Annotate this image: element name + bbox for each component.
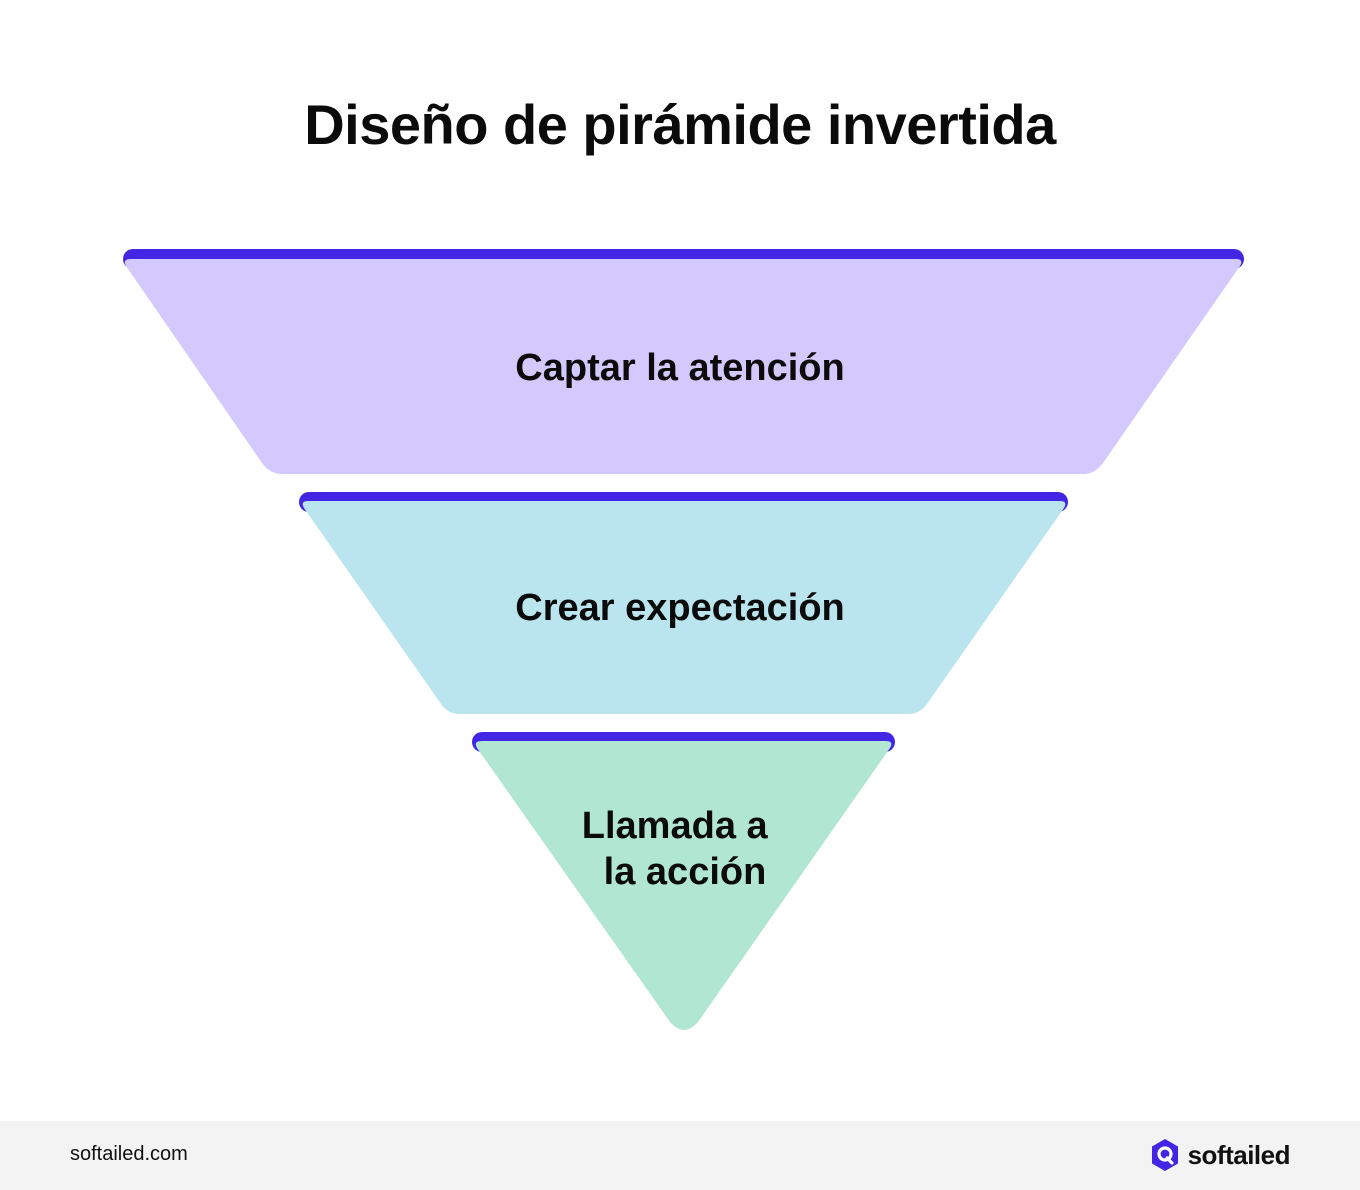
layer-1-label-line-1: Captar la atención [515, 347, 844, 389]
hexagon-logo-icon [1151, 1139, 1178, 1171]
layer-3-label: Llamada a la acción [582, 805, 778, 893]
layer-3-shape [475, 741, 892, 1030]
layer-2-label-line-1: Crear expectación [515, 587, 845, 629]
layer-3-label-line-1: Llamada a [582, 805, 769, 847]
layer-2-label: Crear expectación [515, 587, 845, 629]
page-title: Diseño de pirámide invertida [304, 93, 1056, 156]
brand-logo[interactable]: softailed [1150, 1138, 1291, 1172]
layer-1-shape [124, 259, 1242, 474]
pyramid-layer-1: Captar la atención [123, 249, 1244, 474]
layer-3-label-line-2: la acción [604, 851, 767, 893]
pyramid-layer-2: Crear expectación [299, 492, 1068, 714]
layer-1-label: Captar la atención [515, 347, 844, 389]
inverted-pyramid-diagram: Captar la atención Crear expectación Lla… [123, 249, 1244, 1030]
footer: softailed.com softailed [0, 1121, 1360, 1190]
footer-url-link[interactable]: softailed.com [70, 1143, 188, 1165]
layer-2-shape [302, 501, 1066, 714]
pyramid-layer-3: Llamada a la acción [472, 732, 895, 1030]
brand-name: softailed [1187, 1139, 1291, 1170]
